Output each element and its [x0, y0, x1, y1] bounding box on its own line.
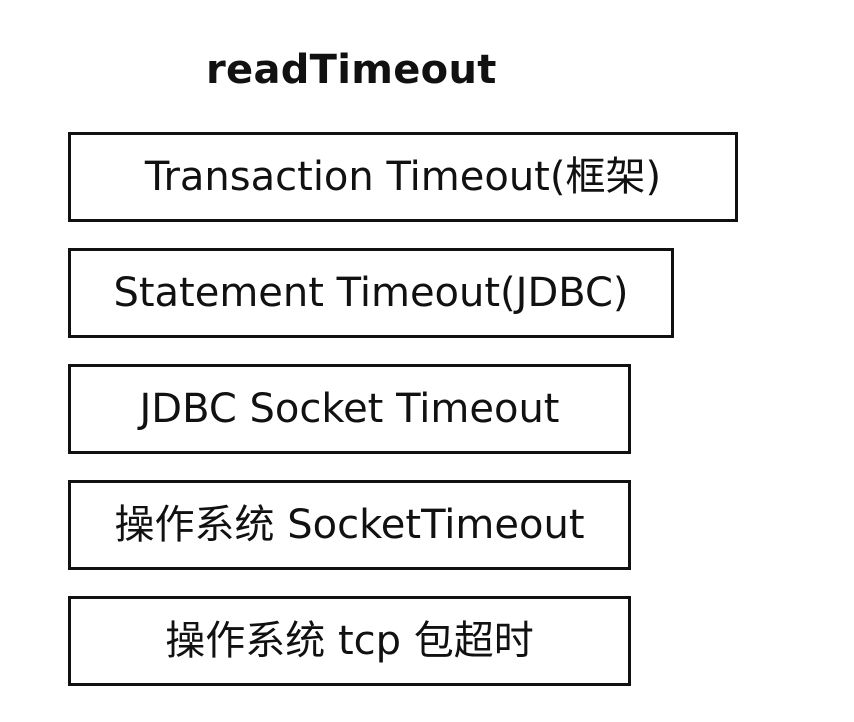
layer-label: 操作系统 tcp 包超时: [165, 618, 534, 664]
statement-timeout-layer: Statement Timeout(JDBC): [68, 248, 674, 338]
layer-label: Statement Timeout(JDBC): [113, 270, 629, 316]
os-socket-timeout-layer: 操作系统 SocketTimeout: [68, 480, 631, 570]
diagram-title: readTimeout: [206, 47, 497, 93]
transaction-timeout-layer: Transaction Timeout(框架): [68, 132, 738, 222]
jdbc-socket-timeout-layer: JDBC Socket Timeout: [68, 364, 631, 454]
os-tcp-timeout-layer: 操作系统 tcp 包超时: [68, 596, 631, 686]
layer-label: Transaction Timeout(框架): [144, 154, 662, 200]
layer-label: 操作系统 SocketTimeout: [114, 502, 585, 548]
layer-label: JDBC Socket Timeout: [139, 386, 560, 432]
